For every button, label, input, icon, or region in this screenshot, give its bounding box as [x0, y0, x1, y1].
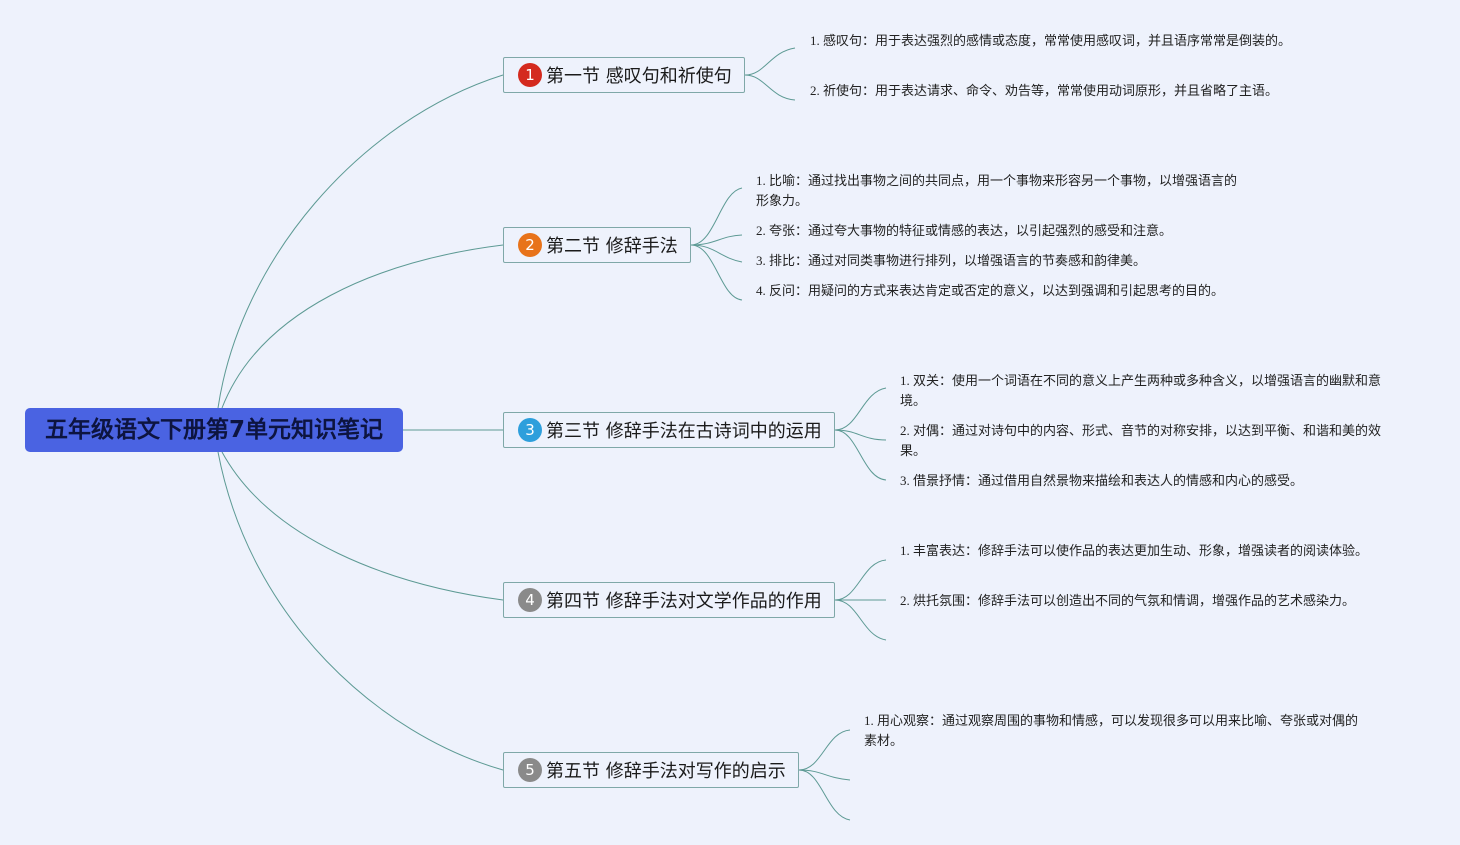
leaf-item[interactable]: 2. 烘托氛围：修辞手法可以创造出不同的气氛和情调，增强作品的艺术感染力。 [900, 593, 1356, 608]
branch-section-5[interactable]: 5 第五节 修辞手法对写作的启示 [503, 752, 799, 788]
root-link-5 [217, 451, 504, 771]
branch-section-3[interactable]: 3 第三节 修辞手法在古诗词中的运用 [503, 412, 835, 448]
leaf-item[interactable]: 2. 祈使句：用于表达请求、命令、劝告等，常常使用动词原形，并且省略了主语。 [810, 83, 1279, 98]
number-badge-1: 1 [518, 63, 542, 87]
number-badge-4: 4 [518, 588, 542, 612]
leaf-item[interactable]: 1. 双关：使用一个词语在不同的意义上产生两种或多种含义，以增强语言的幽默和意境… [900, 373, 1382, 408]
branch-title: 第五节 修辞手法对写作的启示 [546, 761, 786, 782]
leaf-item[interactable]: 4. 反问：用疑问的方式来表达肯定或否定的意义，以达到强调和引起思考的目的。 [756, 283, 1225, 298]
root-link-4 [221, 451, 504, 601]
leaf-item[interactable]: 3. 排比：通过对同类事物进行排列，以增强语言的节奏感和韵律美。 [756, 253, 1147, 268]
leaf-item[interactable]: 2. 对偶：通过对诗句中的内容、形式、音节的对称安排，以达到平衡、和谐和美的效果… [900, 423, 1382, 458]
branch-title: 第一节 感叹句和祈使句 [546, 66, 732, 87]
number-badge-5: 5 [518, 758, 542, 782]
branch-title: 第二节 修辞手法 [546, 236, 678, 257]
branch-section-4[interactable]: 4 第四节 修辞手法对文学作品的作用 [503, 582, 835, 618]
leaf-item[interactable]: 2. 夸张：通过夸大事物的特征或情感的表达，以引起强烈的感受和注意。 [756, 223, 1173, 238]
branch-title: 第四节 修辞手法对文学作品的作用 [546, 591, 822, 612]
leaf-item[interactable]: 3. 借景抒情：通过借用自然景物来描绘和表达人的情感和内心的感受。 [900, 473, 1304, 488]
branch-section-2[interactable]: 2 第二节 修辞手法 [503, 227, 691, 263]
branch-title: 第三节 修辞手法在古诗词中的运用 [546, 421, 822, 442]
leaf-item[interactable]: 1. 比喻：通过找出事物之间的共同点，用一个事物来形容另一个事物，以增强语言的形… [756, 173, 1238, 208]
number-badge-3: 3 [518, 418, 542, 442]
root-topic[interactable]: 五年级语文下册第7单元知识笔记 [25, 408, 403, 452]
root-link-2 [221, 244, 504, 409]
leaf-item[interactable]: 1. 丰富表达：修辞手法可以使作品的表达更加生动、形象，增强读者的阅读体验。 [900, 543, 1369, 558]
leaf-item[interactable]: 1. 用心观察：通过观察周围的事物和情感，可以发现很多可以用来比喻、夸张或对偶的… [864, 713, 1359, 748]
number-badge-2: 2 [518, 233, 542, 257]
root-link-1 [217, 74, 504, 409]
branch-section-1[interactable]: 1 第一节 感叹句和祈使句 [503, 57, 745, 93]
leaf-item[interactable]: 1. 感叹句：用于表达强烈的感情或态度，常常使用感叹词，并且语序常常是倒装的。 [810, 33, 1292, 48]
